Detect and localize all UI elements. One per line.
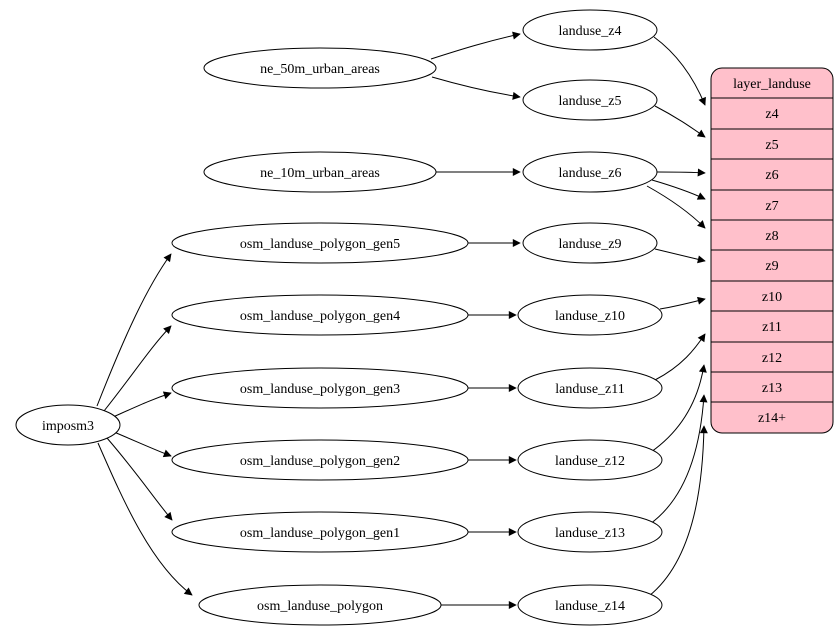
edge-landuse-z13-row-z13 <box>649 394 708 525</box>
edge-imposm3-gen2 <box>113 431 172 458</box>
landuse-z12-ellipse <box>517 439 663 481</box>
edge-landuse-z12-row-z12 <box>650 364 707 453</box>
edge-ne50m-landuse-z5 <box>431 76 521 100</box>
gen2-label: osm_landuse_polygon_gen2 <box>240 454 400 469</box>
edge-landuse-z9-row-z9 <box>654 248 706 264</box>
landuse-z5-ellipse <box>522 79 658 121</box>
edge-imposm3-gen4 <box>103 325 172 412</box>
edge-landuse-z11-row-z11 <box>654 333 706 381</box>
gen5-label: osm_landuse_polygon_gen5 <box>240 237 400 252</box>
ne-10m-ellipse <box>203 151 437 193</box>
gen1-ellipse <box>171 511 469 553</box>
node-landuse-z5: landuse_z5 <box>522 79 658 121</box>
edge-imposm3-gen3 <box>112 391 172 418</box>
poly-ellipse <box>198 584 442 626</box>
edge-landuse-z14-row-z14 <box>648 425 708 597</box>
layer-row-z5: z5 <box>765 138 778 153</box>
ne-50m-ellipse <box>203 47 437 89</box>
gen1-label: osm_landuse_polygon_gen1 <box>240 526 400 541</box>
layer-row-z9: z9 <box>765 259 778 274</box>
layer-landuse-record: layer_landuse z4 z5 z6 z7 z8 z9 z10 z11 … <box>710 67 834 434</box>
edge-landuse-z5-row-z5 <box>654 105 706 138</box>
imposm3-label: imposm3 <box>42 419 94 434</box>
landuse-z6-ellipse <box>522 151 658 193</box>
gen4-label: osm_landuse_polygon_gen4 <box>240 309 400 324</box>
landuse-z6-label: landuse_z6 <box>559 166 622 181</box>
gen5-ellipse <box>171 222 469 264</box>
node-landuse-z14: landuse_z14 <box>517 584 663 626</box>
edge-ne50m-landuse-z4 <box>430 31 521 60</box>
landuse-z14-ellipse <box>517 584 663 626</box>
imposm3-ellipse <box>15 404 121 446</box>
node-ne-10m-urban-areas: ne_10m_urban_areas <box>203 151 437 193</box>
node-osm-landuse-polygon-gen1: osm_landuse_polygon_gen1 <box>171 511 469 553</box>
ne-50m-label: ne_50m_urban_areas <box>260 62 380 77</box>
edge-landuse-z6-row-z8 <box>646 185 706 229</box>
landuse-z9-label: landuse_z9 <box>559 237 622 252</box>
gen3-ellipse <box>171 367 469 409</box>
layer-row-z14: z14+ <box>758 411 786 426</box>
layer-row-z8: z8 <box>765 229 778 244</box>
landuse-z9-ellipse <box>522 222 658 264</box>
ne-10m-label: ne_10m_urban_areas <box>260 166 380 181</box>
edge-imposm3-poly <box>97 442 193 596</box>
landuse-z5-label: landuse_z5 <box>559 94 622 109</box>
landuse-z10-label: landuse_z10 <box>555 309 625 324</box>
landuse-z13-label: landuse_z13 <box>555 526 625 541</box>
layer-row-z12: z12 <box>762 351 782 366</box>
landuse-z4-ellipse <box>522 9 658 51</box>
edge-landuse-z10-row-z10 <box>659 296 706 310</box>
layer-row-z7: z7 <box>765 199 778 214</box>
landuse-z13-ellipse <box>517 511 663 553</box>
edges <box>96 31 708 610</box>
node-osm-landuse-polygon-gen4: osm_landuse_polygon_gen4 <box>171 294 469 336</box>
layer-row-z4: z4 <box>765 107 778 122</box>
layer-row-z6: z6 <box>765 168 778 183</box>
node-landuse-z11: landuse_z11 <box>517 367 663 409</box>
node-landuse-z13: landuse_z13 <box>517 511 663 553</box>
edge-landuse-z6-row-z7 <box>651 179 706 200</box>
landuse-z11-ellipse <box>517 367 663 409</box>
poly-label: osm_landuse_polygon <box>257 599 383 614</box>
node-landuse-z6: landuse_z6 <box>522 151 658 193</box>
landuse-z14-label: landuse_z14 <box>555 599 625 614</box>
gen4-ellipse <box>171 294 469 336</box>
node-imposm3: imposm3 <box>15 404 121 446</box>
landuse-z12-label: landuse_z12 <box>555 454 625 469</box>
node-osm-landuse-polygon: osm_landuse_polygon <box>198 584 442 626</box>
landuse-z10-ellipse <box>517 294 663 336</box>
landuse-z4-label: landuse_z4 <box>559 24 622 39</box>
node-osm-landuse-polygon-gen2: osm_landuse_polygon_gen2 <box>171 439 469 481</box>
node-osm-landuse-polygon-gen3: osm_landuse_polygon_gen3 <box>171 367 469 409</box>
edge-imposm3-gen5 <box>96 253 172 407</box>
edge-imposm3-gen1 <box>106 437 173 521</box>
node-landuse-z4: landuse_z4 <box>522 9 658 51</box>
edge-landuse-z4-row-z4 <box>653 36 706 106</box>
node-landuse-z12: landuse_z12 <box>517 439 663 481</box>
landuse-z11-label: landuse_z11 <box>555 382 624 397</box>
gen3-label: osm_landuse_polygon_gen3 <box>240 382 400 397</box>
layer-landuse-title: layer_landuse <box>733 77 811 92</box>
layer-row-z13: z13 <box>762 381 782 396</box>
node-osm-landuse-polygon-gen5: osm_landuse_polygon_gen5 <box>171 222 469 264</box>
layer-row-z10: z10 <box>762 290 782 305</box>
node-landuse-z10: landuse_z10 <box>517 294 663 336</box>
node-ne-50m-urban-areas: ne_50m_urban_areas <box>203 47 437 89</box>
edge-landuse-z6-row-z6 <box>656 168 706 177</box>
gen2-ellipse <box>171 439 469 481</box>
node-landuse-z9: landuse_z9 <box>522 222 658 264</box>
layer-row-z11: z11 <box>762 320 782 335</box>
